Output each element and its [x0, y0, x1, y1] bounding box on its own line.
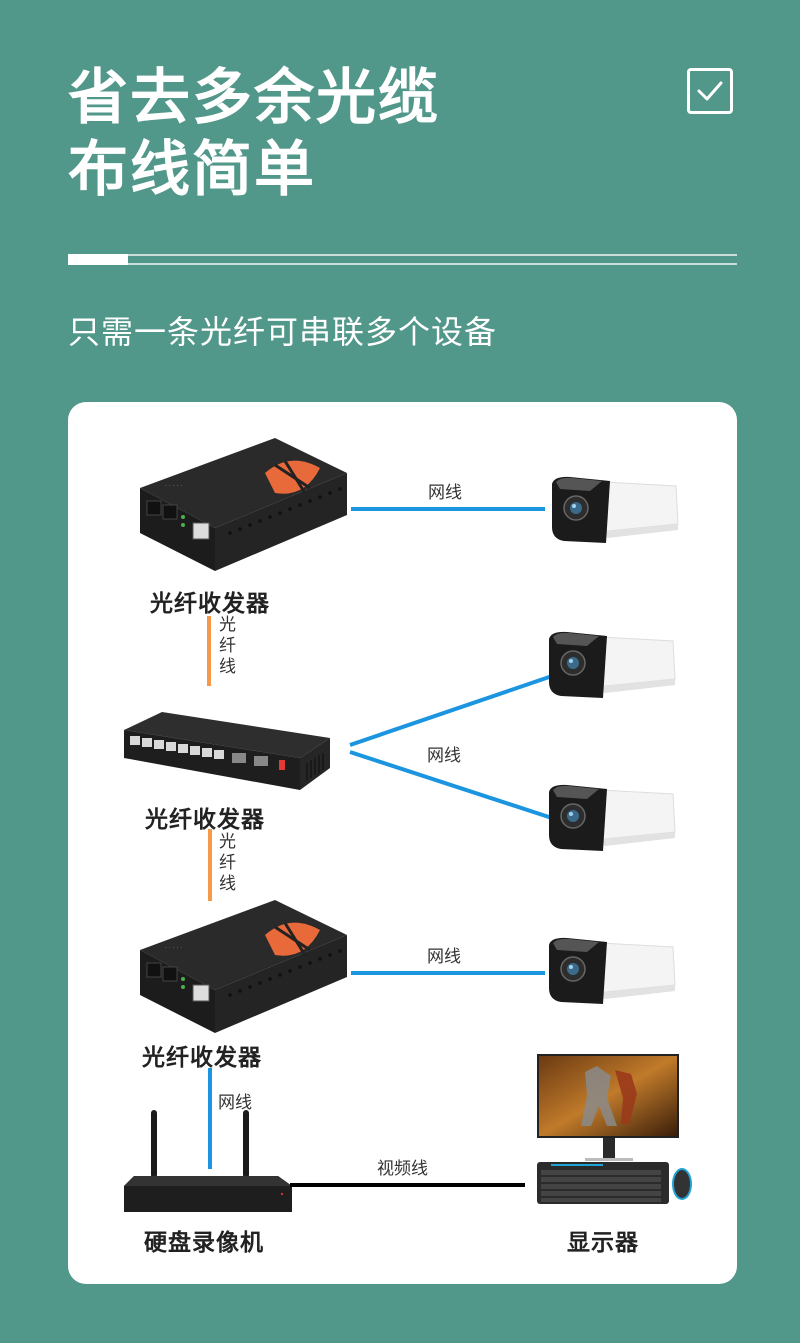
title-line-1: 省去多余光缆 [68, 63, 440, 133]
ethernet-cable-4 [351, 971, 545, 975]
divider-bottom-line [68, 263, 737, 265]
ethernet-cable-3 [349, 750, 559, 822]
monitor-label: 显示器 [567, 1230, 639, 1256]
ethernet-cable-2 [349, 672, 559, 747]
bullet-camera-icon [545, 627, 677, 699]
fiber-label-char: 线 [219, 657, 236, 677]
transceiver-middle-label: 光纤收发器 [145, 807, 265, 833]
fiber-label-char: 纤 [219, 636, 236, 656]
desktop-monitor-icon [535, 1052, 697, 1208]
svg-text:· · · · ·: · · · · · [165, 483, 182, 490]
fiber-cable-1-label: 光 纤 线 [219, 615, 239, 678]
subtitle: 只需一条光纤可串联多个设备 [68, 313, 498, 351]
video-cable [290, 1183, 525, 1187]
svg-text:· · · · ·: · · · · · [165, 945, 182, 952]
divider-top-line [68, 254, 737, 256]
bullet-camera-icon [545, 933, 677, 1005]
ethernet-cable-1-label: 网线 [428, 483, 462, 503]
media-converter-icon: · · · · · [135, 433, 350, 573]
ethernet-cable-5-label: 网线 [218, 1093, 252, 1113]
fiber-switch-icon [122, 708, 332, 793]
fiber-label-char: 光 [219, 832, 236, 852]
bullet-camera-icon [548, 472, 680, 544]
ethernet-cable-2-label: 网线 [427, 746, 461, 766]
fiber-cable-1 [207, 616, 211, 686]
checkbox-checked-icon [687, 68, 733, 114]
fiber-label-char: 纤 [219, 853, 236, 873]
ethernet-branch-cables [349, 672, 559, 822]
bullet-camera-icon [545, 780, 677, 852]
ethernet-cable-5 [208, 1068, 212, 1169]
title-line-2: 布线简单 [68, 135, 316, 205]
media-converter-icon: · · · · · [135, 895, 350, 1035]
divider-accent-block [68, 254, 128, 265]
page-title: 省去多余光缆 布线简单 [68, 62, 440, 206]
ethernet-cable-1 [351, 507, 545, 511]
transceiver-top-label: 光纤收发器 [150, 591, 270, 617]
fiber-label-char: 光 [219, 615, 236, 635]
nvr-label: 硬盘录像机 [144, 1230, 264, 1256]
fiber-label-char: 线 [219, 874, 236, 894]
transceiver-bottom-label: 光纤收发器 [142, 1045, 262, 1071]
ethernet-cable-4-label: 网线 [427, 947, 461, 967]
video-cable-label: 视频线 [377, 1159, 428, 1179]
fiber-cable-2 [208, 829, 212, 901]
fiber-cable-2-label: 光 纤 线 [219, 832, 239, 895]
nvr-router-icon [122, 1108, 294, 1214]
